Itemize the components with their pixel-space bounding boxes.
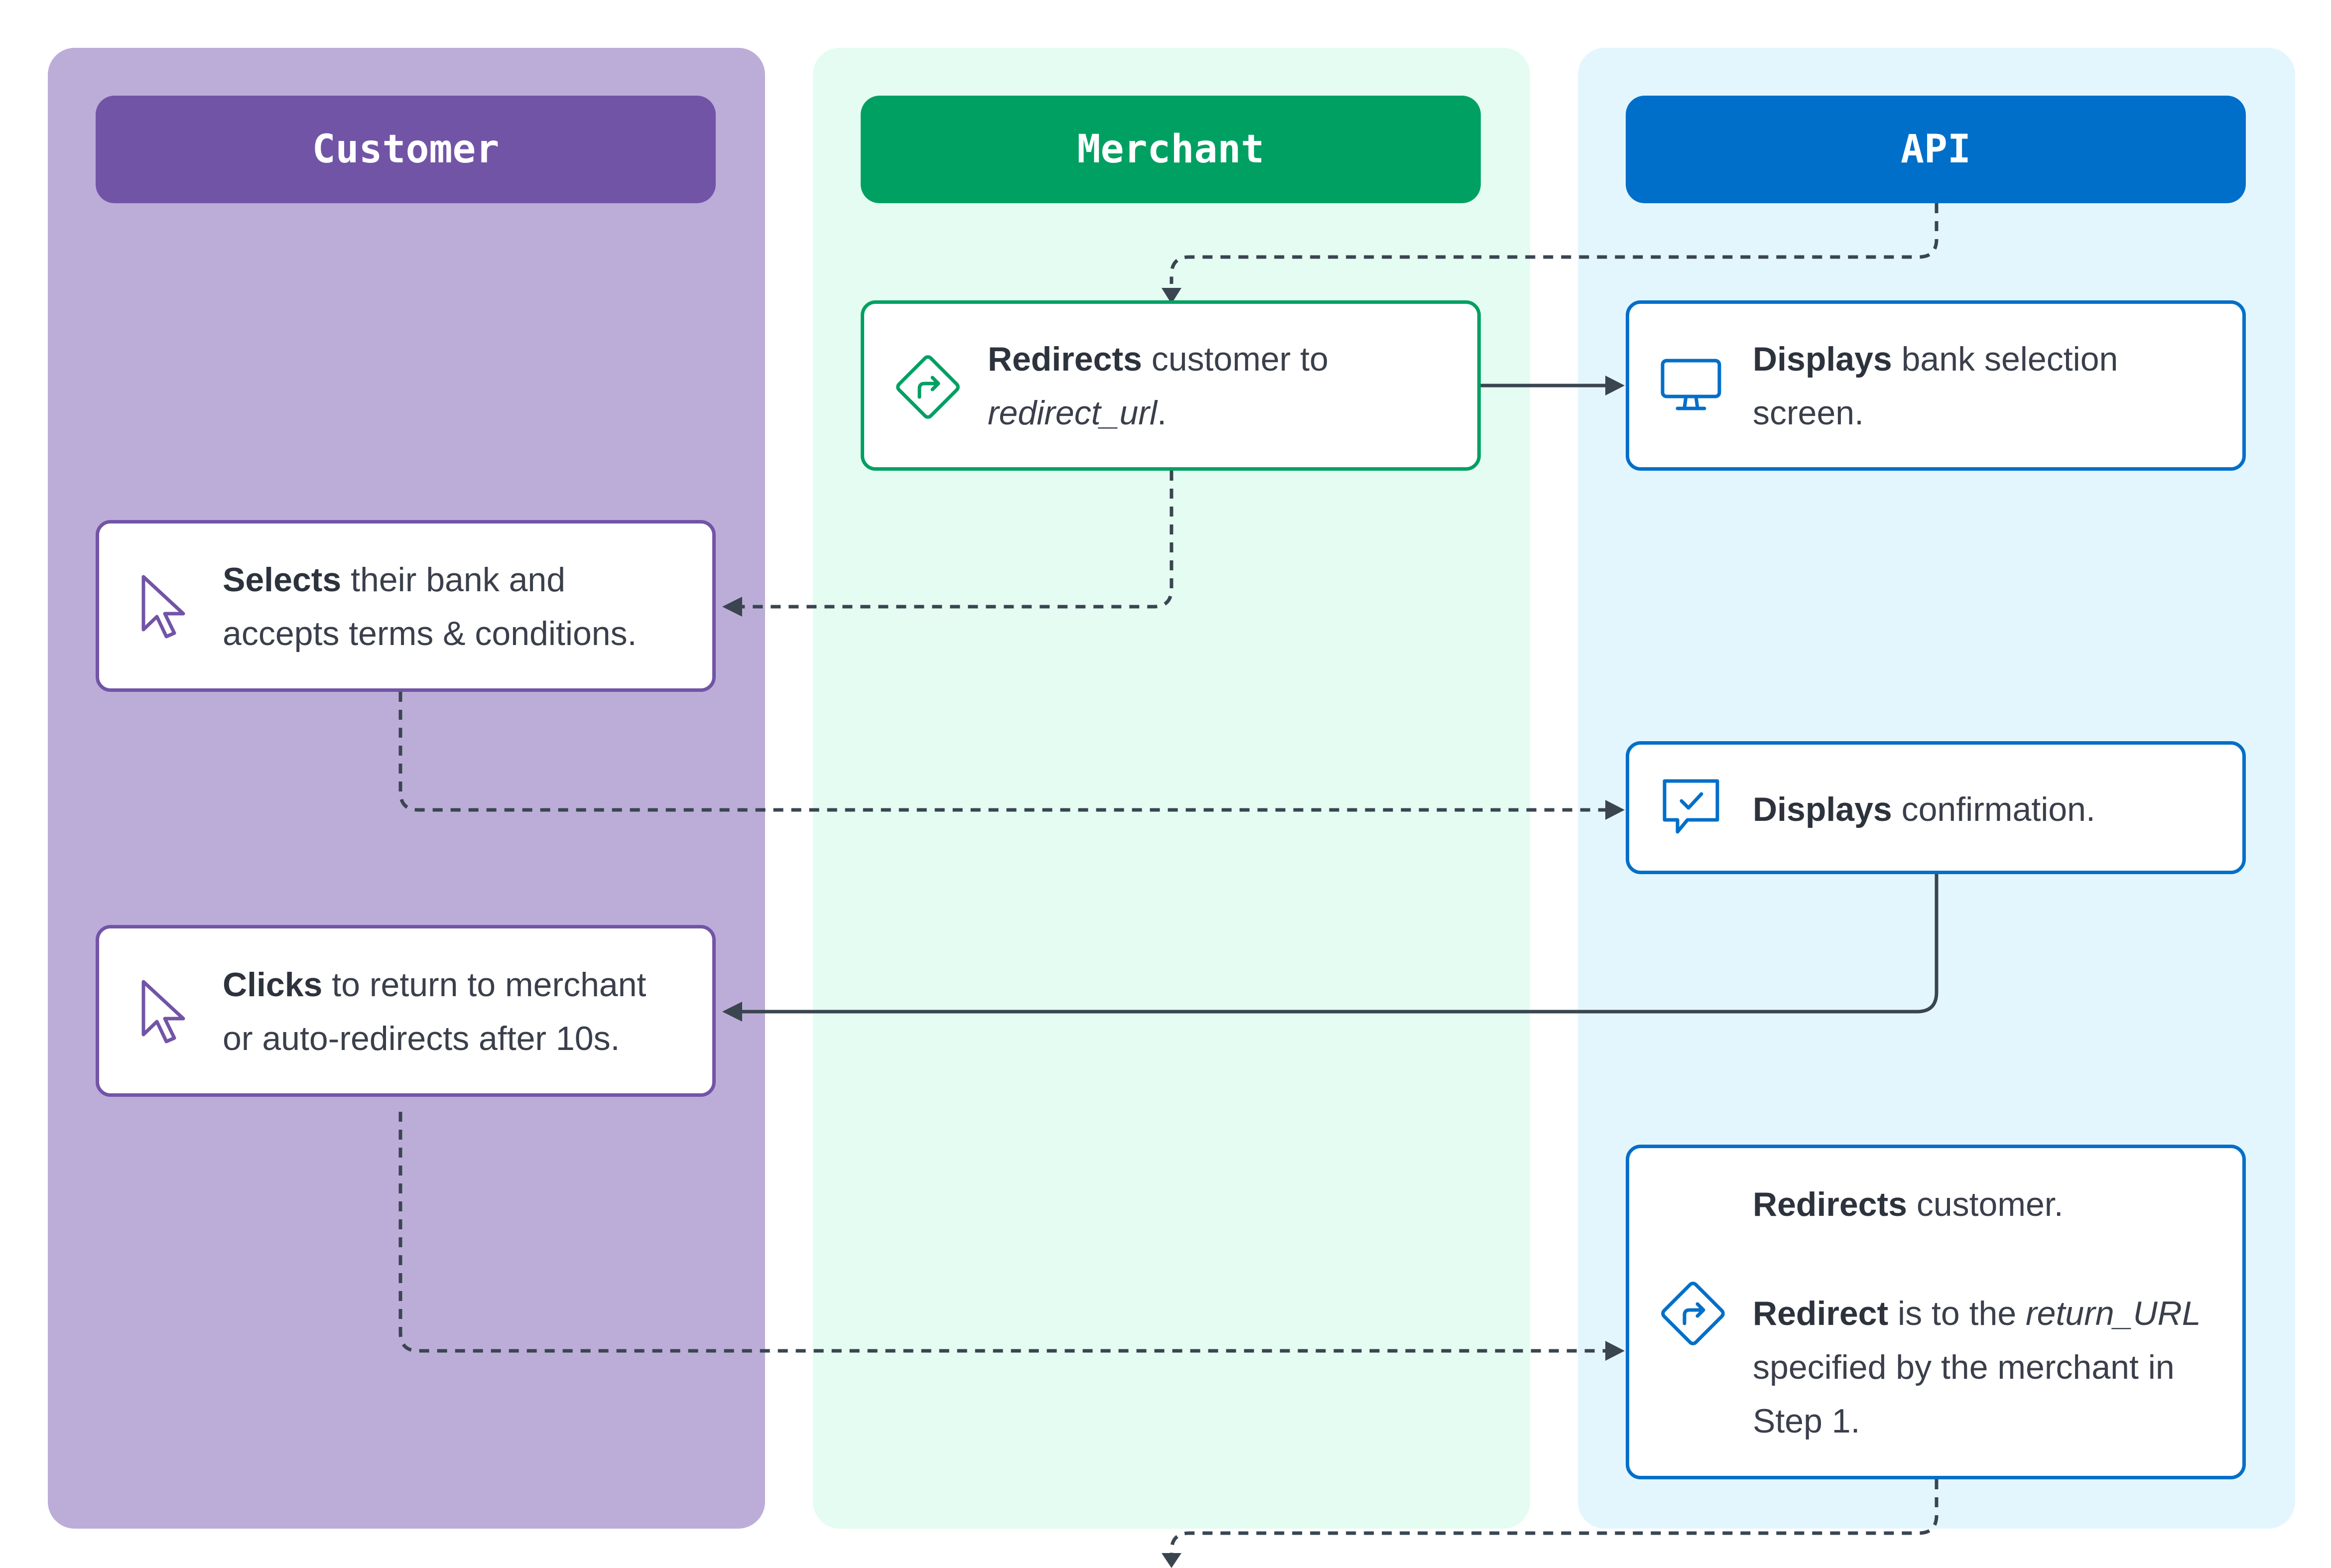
arrowhead-to-merchant	[1162, 288, 1181, 304]
api-confirmation-text: Displays confirmation.	[1753, 783, 2095, 836]
api-redirect-text2: is to the	[1888, 1295, 2026, 1332]
arrowhead-to-api-bank	[1605, 376, 1625, 395]
merchant-lane-title: Merchant	[1077, 127, 1265, 172]
redirect-sign-icon	[1661, 1282, 1725, 1345]
customer-click-text1: to return to merchant	[322, 966, 647, 1004]
connector-api-to-customer-click	[741, 874, 1939, 1014]
monitor-icon	[1661, 359, 1721, 410]
api-confirmation-text1: confirmation.	[1892, 790, 2095, 828]
cursor-icon	[141, 575, 185, 639]
api-redirect-bold1: Redirects	[1753, 1185, 1907, 1223]
merchant-redirect-step	[861, 300, 1481, 471]
api-redirect-text4: Step 1.	[1753, 1402, 1860, 1440]
api-confirmation-bold: Displays	[1753, 790, 1892, 828]
customer-click-text2: or auto-redirects after 10s.	[223, 1020, 620, 1057]
customer-lane-header: Customer	[96, 96, 716, 203]
merchant-redirect-bold: Redirects	[988, 340, 1142, 378]
merchant-redirect-text: Redirects customer to redirect_url.	[988, 332, 1328, 440]
arrowhead-to-customer-click	[722, 1002, 742, 1022]
api-bank-screen-text2: screen.	[1753, 394, 1864, 432]
api-bank-screen-step	[1626, 300, 2246, 471]
cursor-icon	[141, 980, 185, 1044]
redirect-sign-icon	[896, 355, 960, 419]
api-redirect-text: Redirects customer. Redirect is to the r…	[1753, 1177, 2201, 1448]
api-redirect-text1: customer.	[1907, 1185, 2064, 1223]
api-redirect-italic: return_URL	[2026, 1295, 2201, 1332]
customer-select-bold: Selects	[223, 561, 342, 599]
connector-api-to-merchant	[1169, 203, 1939, 284]
connector-customer-to-api-confirmation	[398, 692, 1606, 812]
customer-lane	[48, 48, 765, 1529]
api-lane-header: API	[1626, 96, 2246, 203]
customer-lane-title: Customer	[312, 127, 500, 172]
connector-api-redirect-out	[1169, 1479, 1939, 1554]
chat-check-icon	[1663, 779, 1719, 834]
customer-click-bold: Clicks	[223, 966, 323, 1004]
merchant-redirect-text2: .	[1157, 394, 1167, 432]
arrowhead-out	[1162, 1553, 1181, 1568]
api-bank-screen-bold: Displays	[1753, 340, 1892, 378]
api-redirect-bold2: Redirect	[1753, 1295, 1889, 1332]
customer-click-text: Clicks to return to merchant or auto-red…	[223, 958, 646, 1065]
customer-select-text: Selects their bank and accepts terms & c…	[223, 553, 637, 660]
api-bank-screen-text: Displays bank selection screen.	[1753, 332, 2118, 440]
api-redirect-step	[1626, 1145, 2246, 1479]
connector-merchant-to-customer	[741, 471, 1173, 609]
arrowhead-to-api-confirmation	[1605, 800, 1625, 820]
customer-click-step	[96, 925, 716, 1097]
api-confirmation-step	[1626, 741, 2246, 874]
api-bank-screen-text1: bank selection	[1892, 340, 2118, 378]
customer-select-text1: their bank and	[341, 561, 566, 599]
api-redirect-text3: specified by the merchant in	[1753, 1348, 2175, 1386]
arrowhead-to-api-redirect	[1605, 1341, 1625, 1361]
connector-customer-to-api-redirect	[398, 1112, 1606, 1353]
api-lane-title: API	[1901, 127, 1971, 172]
merchant-redirect-italic: redirect_url	[988, 394, 1158, 432]
customer-select-step	[96, 520, 716, 692]
customer-select-text2: accepts terms & conditions.	[223, 615, 637, 653]
merchant-redirect-text1: customer to	[1142, 340, 1329, 378]
arrowhead-to-customer-select	[722, 597, 742, 617]
merchant-lane-header: Merchant	[861, 96, 1481, 203]
